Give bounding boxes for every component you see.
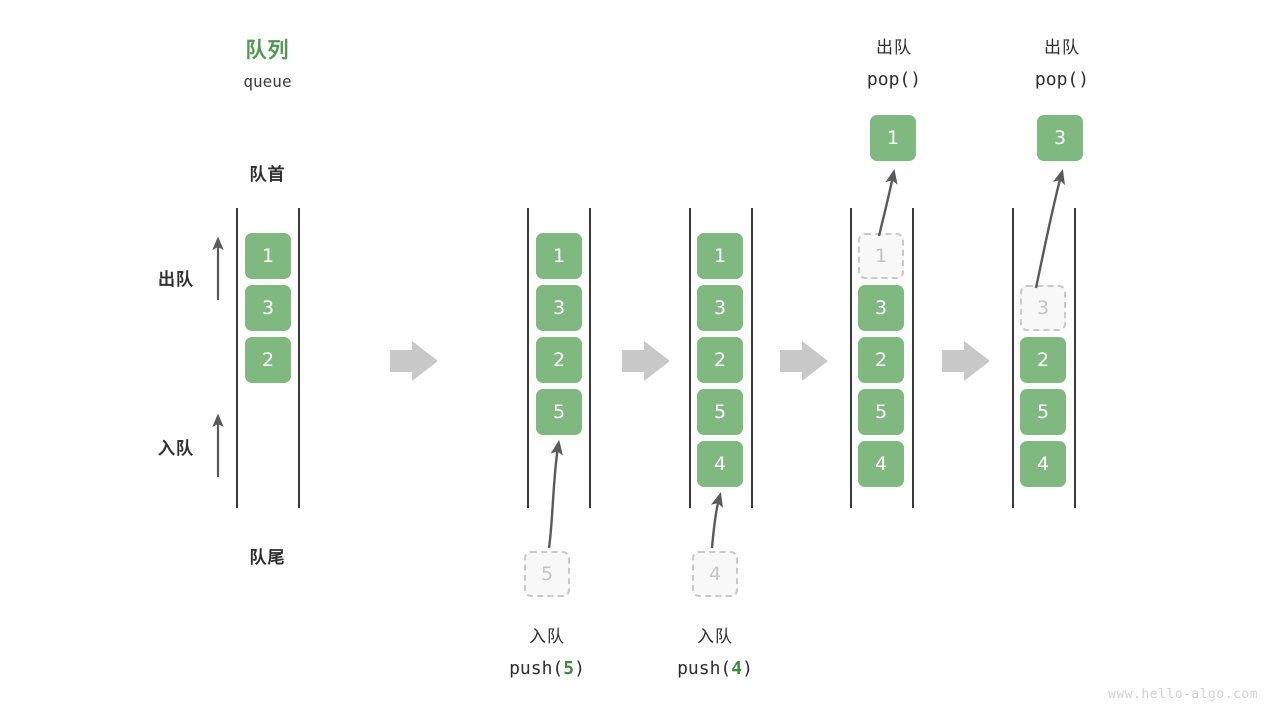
queue-cell-ghost: 1 xyxy=(858,233,904,279)
queue-cell: 3 xyxy=(536,285,582,331)
step-caption-cn: 出队 xyxy=(1044,38,1080,57)
queue-cell: 4 xyxy=(858,441,904,487)
incoming-ghost-cell: 5 xyxy=(524,551,570,597)
step-connector-arrow-3 xyxy=(780,341,828,381)
diagram-title-en: queue xyxy=(243,72,292,91)
rail-left xyxy=(689,208,691,508)
pop-3-arrow xyxy=(1034,169,1065,289)
rail-right xyxy=(751,208,753,508)
queue-cell: 1 xyxy=(536,233,582,279)
dequeue-side-label: 出队 xyxy=(158,270,194,289)
popped-cell: 3 xyxy=(1037,115,1083,161)
queue-cell: 5 xyxy=(697,389,743,435)
watermark: www.hello-algo.com xyxy=(1108,687,1258,702)
queue-cell: 1 xyxy=(697,233,743,279)
code-pre: push( xyxy=(509,658,564,679)
code-pre: push( xyxy=(677,658,732,679)
code-arg: 4 xyxy=(731,658,743,679)
step-caption-code: pop() xyxy=(866,69,922,90)
queue-cell: 3 xyxy=(245,285,291,331)
rail-right xyxy=(1074,208,1076,508)
code-post: ) xyxy=(742,658,753,679)
queue-cell: 3 xyxy=(697,285,743,331)
push-5-arrow xyxy=(547,439,563,549)
queue-cell: 2 xyxy=(536,337,582,383)
rail-left xyxy=(236,208,238,508)
step-caption-code: push(5) xyxy=(458,658,636,679)
queue-tail-label: 队尾 xyxy=(249,548,286,567)
push-4-arrow xyxy=(710,492,724,549)
queue-cell: 5 xyxy=(1020,389,1066,435)
step-caption-cn: 入队 xyxy=(529,627,565,646)
step-connector-arrow-2 xyxy=(622,341,670,381)
queue-cell: 2 xyxy=(697,337,743,383)
queue-cell-ghost: 3 xyxy=(1020,285,1066,331)
queue-cell: 5 xyxy=(858,389,904,435)
enqueue-side-label: 入队 xyxy=(158,439,194,458)
rail-left xyxy=(1012,208,1014,508)
rail-right xyxy=(298,208,300,508)
queue-cell: 4 xyxy=(1020,441,1066,487)
step-caption-code: push(4) xyxy=(626,658,804,679)
rail-left xyxy=(527,208,529,508)
queue-cell: 2 xyxy=(1020,337,1066,383)
diagram-title-cn: 队列 xyxy=(245,39,290,62)
queue-head-label: 队首 xyxy=(249,165,286,184)
queue-cell: 2 xyxy=(245,337,291,383)
queue-cell: 3 xyxy=(858,285,904,331)
step-connector-arrow-1 xyxy=(390,341,438,381)
popped-cell: 1 xyxy=(870,115,916,161)
queue-cell: 1 xyxy=(245,233,291,279)
rail-right xyxy=(589,208,591,508)
step-connector-arrow-4 xyxy=(942,341,990,381)
queue-cell-new: 5 xyxy=(536,389,582,435)
queue-cell-new: 4 xyxy=(697,441,743,487)
rail-right xyxy=(912,208,914,508)
pop-1-arrow xyxy=(877,168,898,237)
code-arg: 5 xyxy=(563,658,575,679)
incoming-ghost-cell: 4 xyxy=(692,551,738,597)
step-caption-code: pop() xyxy=(1034,69,1090,90)
queue-cell: 2 xyxy=(858,337,904,383)
step-caption-cn: 出队 xyxy=(876,38,912,57)
rail-left xyxy=(850,208,852,508)
code-post: ) xyxy=(574,658,585,679)
step-caption-cn: 入队 xyxy=(697,627,733,646)
